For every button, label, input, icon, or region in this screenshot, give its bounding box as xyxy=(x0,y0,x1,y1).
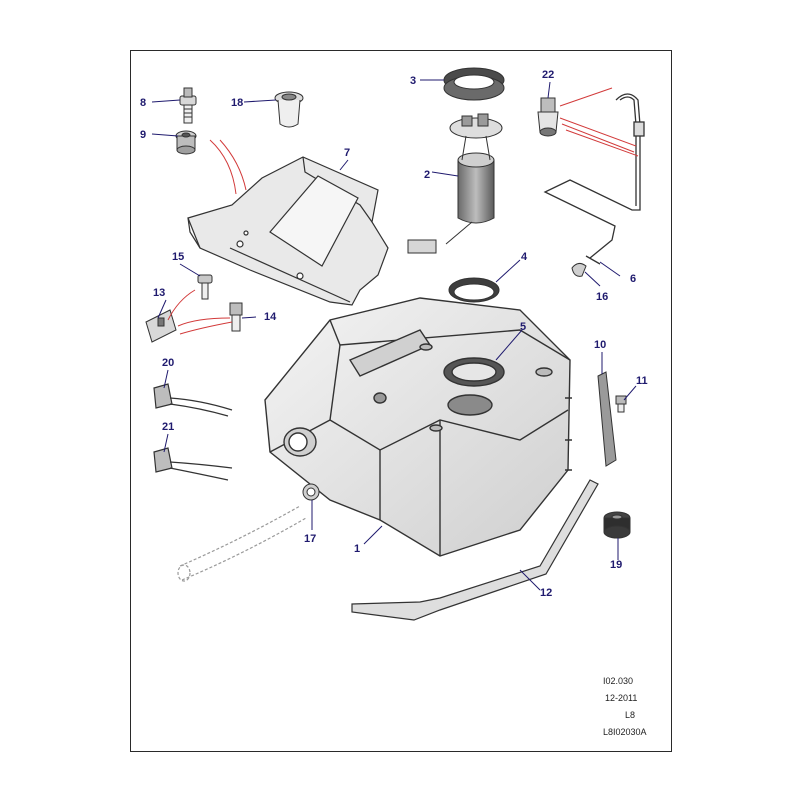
callout-13: 13 xyxy=(153,287,165,299)
reference-code: I02.030 xyxy=(603,676,634,686)
callout-14: 14 xyxy=(264,311,277,323)
grommet-part-18 xyxy=(274,91,304,128)
bolt-part-14 xyxy=(229,302,243,332)
reference-date: 12-2011 xyxy=(605,693,638,703)
callout-labels: 1 2 3 4 5 6 7 8 9 10 11 12 13 14 15 16 1… xyxy=(140,69,648,599)
fuel-tank-part-1 xyxy=(264,297,572,557)
callout-18: 18 xyxy=(231,97,243,109)
hose-clip-part-17 xyxy=(302,483,320,501)
callout-22: 22 xyxy=(542,69,554,81)
reference-model: L8 xyxy=(625,710,636,720)
callout-1: 1 xyxy=(354,543,360,555)
leader-lines xyxy=(151,79,637,591)
strap-part-20 xyxy=(153,383,233,417)
red-indicator-lines xyxy=(167,87,639,335)
fuel-pump-part-2 xyxy=(407,113,503,254)
bracket-part-13 xyxy=(145,309,177,343)
callout-12: 12 xyxy=(540,587,552,599)
callout-11: 11 xyxy=(636,375,648,387)
bolt-part-15 xyxy=(197,274,213,300)
callout-15: 15 xyxy=(172,251,184,263)
vent-pipe-part-6 xyxy=(543,93,645,265)
callout-8: 8 xyxy=(140,97,146,109)
strap-bracket-part-10 xyxy=(597,371,617,467)
tank-strap-part-12 xyxy=(351,479,599,621)
rubber-pad-part-19 xyxy=(603,511,631,539)
callout-20: 20 xyxy=(162,357,174,369)
callout-5: 5 xyxy=(520,321,526,333)
seal-part-4 xyxy=(448,277,500,303)
callout-9: 9 xyxy=(140,129,146,141)
nut-part-9 xyxy=(175,130,197,155)
bolt-part-8 xyxy=(179,87,197,124)
callout-7: 7 xyxy=(344,147,350,159)
callout-10: 10 xyxy=(594,339,606,351)
callout-6: 6 xyxy=(630,273,636,285)
callout-21: 21 xyxy=(162,421,174,433)
callout-19: 19 xyxy=(610,559,622,571)
bolt-part-11 xyxy=(615,395,627,413)
callout-2: 2 xyxy=(424,169,430,181)
callout-16: 16 xyxy=(596,291,608,303)
callout-17: 17 xyxy=(304,533,316,545)
callout-3: 3 xyxy=(410,75,416,87)
heat-shield-part xyxy=(187,156,389,306)
vent-valve-part-22 xyxy=(537,97,559,137)
filler-hose xyxy=(177,505,307,582)
callout-4: 4 xyxy=(521,251,528,263)
locking-ring-part-3 xyxy=(443,67,505,101)
reference-image-id: L8I02030A xyxy=(603,727,647,737)
strap-part-21 xyxy=(153,447,233,481)
clip-part-16 xyxy=(571,262,587,277)
